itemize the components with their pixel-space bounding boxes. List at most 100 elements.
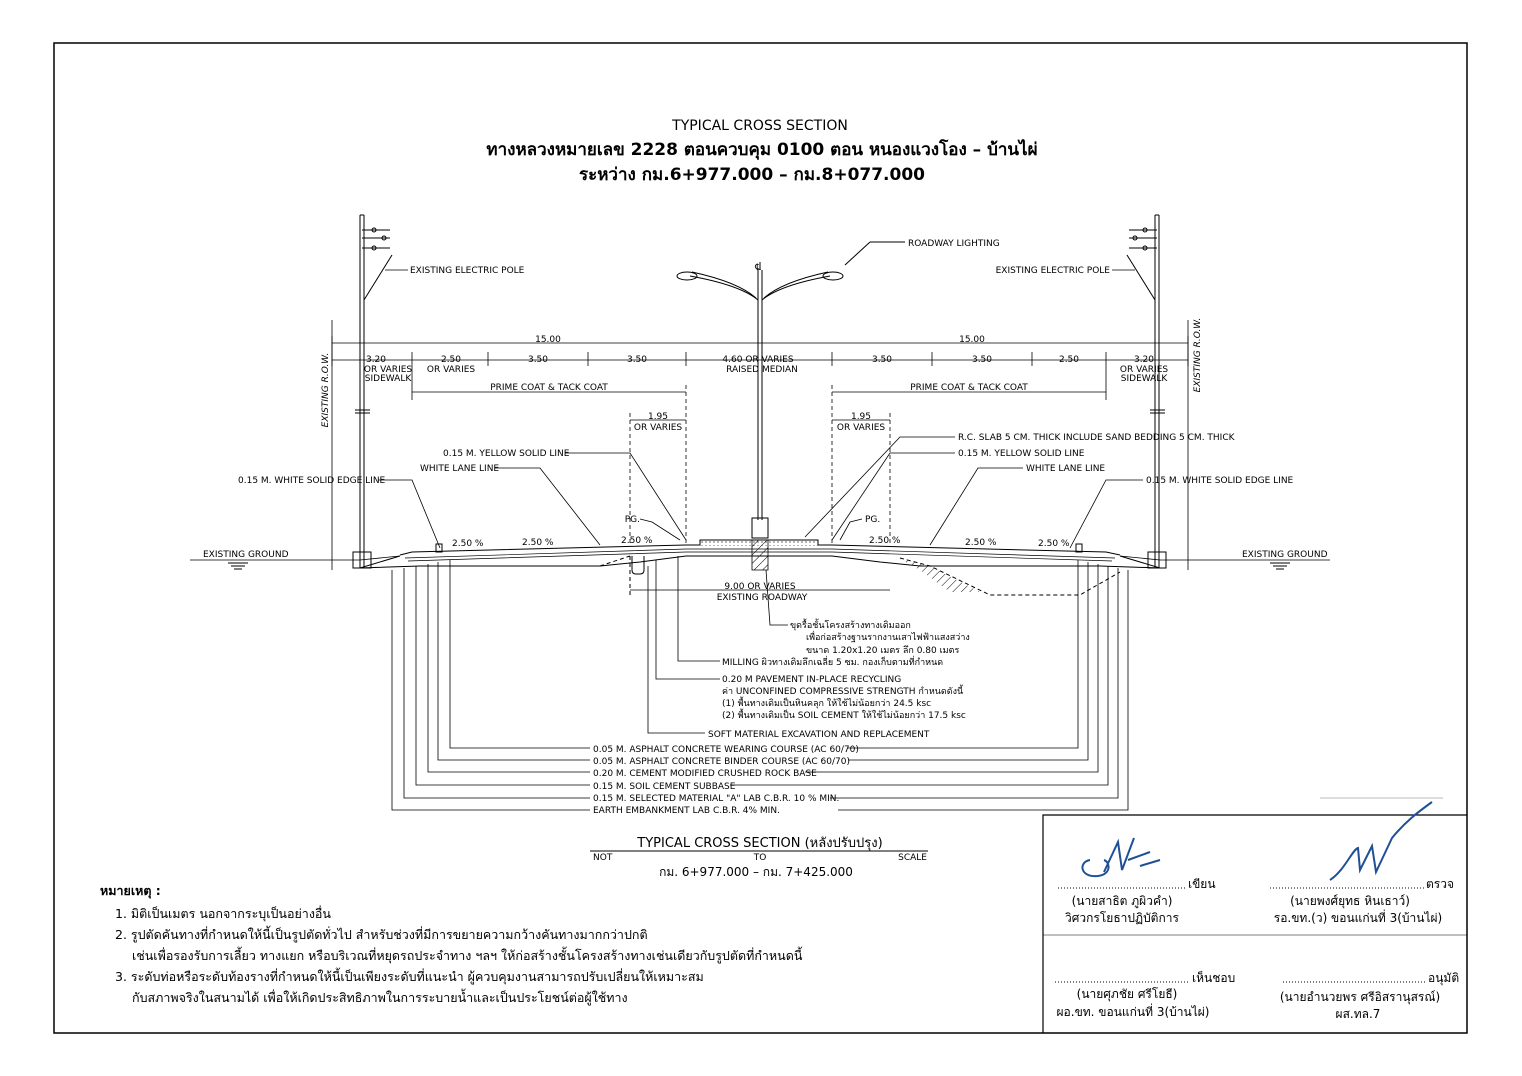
label-sidewalk-right: SIDEWALK xyxy=(1121,374,1169,384)
slope-label-6: 2.50 % xyxy=(1038,539,1070,549)
sheet-border xyxy=(54,43,1467,1033)
title-line-3: ระหว่าง กม.6+977.000 – กม.8+077.000 xyxy=(579,165,925,185)
dim-sidewalk-left: 3.20 xyxy=(366,355,386,365)
label-row-right: EXISTING R.O.W. xyxy=(1193,318,1203,393)
signature-2-title: รอ.ขท.(ว) ขอนแก่นที่ 3(บ้านไผ่) xyxy=(1274,909,1442,925)
label-excavate-3: ขนาด 1.20x1.20 เมตร ลึก 0.80 เมตร xyxy=(806,645,959,656)
note-1: 1. มิติเป็นเมตร นอกจากระบุเป็นอย่างอื่น xyxy=(115,905,331,922)
roadway-lighting-pole xyxy=(676,242,905,538)
label-white-lane-right: WHITE LANE LINE xyxy=(1026,464,1105,474)
label-rc-slab: R.C. SLAB 5 CM. THICK INCLUDE SAND BEDDI… xyxy=(958,433,1236,443)
notes-header: หมายเหตุ : xyxy=(100,883,161,899)
layer-subbase: 0.15 M. SOIL CEMENT SUBBASE xyxy=(593,782,736,792)
dim-sidewalk-left-varies: OR VARIES xyxy=(364,365,413,375)
layer-binder-course: 0.05 M. ASPHALT CONCRETE BINDER COURSE (… xyxy=(593,757,850,767)
signature-3-title: ผอ.ขท. ขอนแก่นที่ 3(บ้านไผ่) xyxy=(1057,1003,1210,1019)
note-2b: เช่นเพื่อรองรับการเลี้ยว ทางแยก หรือบริเ… xyxy=(132,946,803,964)
subtitle-not: NOT xyxy=(593,853,613,863)
slope-label-5: 2.50 % xyxy=(965,538,997,548)
dim-lane-l2: 3.50 xyxy=(627,355,647,365)
notes: หมายเหตุ : 1. มิติเป็นเมตร นอกจากระบุเป็… xyxy=(100,883,803,1006)
dim-195-left: 1.95 xyxy=(648,412,668,422)
note-2a: 2. รูปตัดคันทางที่กำหนดให้นี้เป็นรูปตัดท… xyxy=(115,925,648,943)
label-white-lane-left: WHITE LANE LINE xyxy=(420,464,499,474)
label-roadway-lighting: ROADWAY LIGHTING xyxy=(908,239,1000,249)
label-prime-left: PRIME COAT & TACK COAT xyxy=(490,383,608,393)
dim-sidewalk-right: 3.20 xyxy=(1134,355,1154,365)
label-prime-right: PRIME COAT & TACK COAT xyxy=(910,383,1028,393)
slope-labels: 2.50 % 2.50 % 2.50 % 2.50 % 2.50 % 2.50 … xyxy=(452,536,1070,549)
subtitle-range: กม. 6+977.000 – กม. 7+425.000 xyxy=(659,865,853,879)
slope-label-4: 2.50 % xyxy=(869,536,901,546)
layer-embankment: EARTH EMBANKMENT LAB C.B.R. 4% MIN. xyxy=(593,806,780,816)
electric-pole-right xyxy=(1127,215,1166,568)
label-excavate-1: ขุดรื้อชั้นโครงสร้างทางเดิมออก xyxy=(790,618,911,631)
dim-195-left-varies: OR VARIES xyxy=(634,423,683,433)
dim-median: 4.60 OR VARIES xyxy=(722,355,793,365)
title-line-2: ทางหลวงหมายเลข 2228 ตอนควบคุม 0100 ตอน ห… xyxy=(486,139,1037,160)
note-3b: กับสภาพจริงในสนามได้ เพื่อให้เกิดประสิทธ… xyxy=(132,988,628,1006)
signature-3-name: (นายศุภชัย ศรีโยธี) xyxy=(1077,987,1178,1002)
dim-existing-roadway: 9.00 OR VARIES xyxy=(724,582,795,592)
label-existing-pole-left: EXISTING ELECTRIC POLE xyxy=(410,266,525,276)
signature-1-name: (นายสาธิต ภูผิวคำ) xyxy=(1072,894,1173,909)
centerline-symbol: ℄ xyxy=(754,263,761,273)
title-line-1: TYPICAL CROSS SECTION xyxy=(671,118,848,134)
label-pg-left: PG. xyxy=(625,515,640,525)
signature-1-role: เขียน xyxy=(1188,877,1216,891)
callout-leaders xyxy=(392,556,1128,810)
lighting-foundation xyxy=(752,540,768,570)
label-ground-left: EXISTING GROUND xyxy=(203,550,289,560)
layer-selected-material: 0.15 M. SELECTED MATERIAL "A" LAB C.B.R.… xyxy=(593,794,839,804)
signature-block: เขียน (นายสาธิต ภูผิวคำ) วิศวกรโยธาปฏิบั… xyxy=(1055,802,1459,1021)
label-recycling-1: 0.20 M PAVEMENT IN-PLACE RECYCLING xyxy=(722,675,901,685)
label-yellow-left: 0.15 M. YELLOW SOLID LINE xyxy=(443,449,570,459)
label-existing-roadway: EXISTING ROADWAY xyxy=(717,593,808,603)
electric-pole-left xyxy=(353,215,392,568)
label-existing-pole-right: EXISTING ELECTRIC POLE xyxy=(996,266,1111,276)
subtitle-scale: SCALE xyxy=(898,853,927,863)
label-recycling-2: ค่า UNCONFINED COMPRESSIVE STRENGTH กำหน… xyxy=(722,684,964,697)
signature-4-title: ผส.ทล.7 xyxy=(1336,1007,1381,1021)
dim-shoulder-right: 2.50 xyxy=(1059,355,1079,365)
dim-shoulder-left: 2.50 xyxy=(441,355,461,365)
label-pg-right: PG. xyxy=(865,515,880,525)
signature-1-title: วิศวกรโยธาปฏิบัติการ xyxy=(1065,911,1180,925)
subtitle-main: TYPICAL CROSS SECTION (หลังปรับปรุง) xyxy=(636,836,882,851)
drawing-title: TYPICAL CROSS SECTION ทางหลวงหมายเลข 222… xyxy=(486,118,1037,185)
dim-widths: 3.20 OR VARIES SIDEWALK 2.50 OR VARIES 3… xyxy=(364,355,1169,384)
signature-1-mark xyxy=(1082,838,1160,876)
signature-2-role: ตรวจ xyxy=(1426,877,1454,891)
dim-half-left: 15.00 xyxy=(535,335,561,345)
signature-2-mark xyxy=(1330,802,1432,880)
marking-leaders xyxy=(378,437,1143,548)
slope-label-3: 2.50 % xyxy=(621,536,653,546)
signature-3-role: เห็นชอบ xyxy=(1192,970,1235,985)
label-ground-right: EXISTING GROUND xyxy=(1242,550,1328,560)
label-raised-median: RAISED MEDIAN xyxy=(726,365,798,375)
label-excavate-2: เพื่อก่อสร้างฐานรากงานเสาไฟฟ้าแสงสว่าง xyxy=(806,630,970,643)
label-milling: MILLING ผิวทางเดิมลึกเฉลี่ย 5 ซม. กองเก็… xyxy=(722,655,943,668)
label-edge-right: 0.15 M. WHITE SOLID EDGE LINE xyxy=(1146,476,1294,486)
ground-symbols xyxy=(228,563,1290,569)
callout-texts: ขุดรื้อชั้นโครงสร้างทางเดิมออก เพื่อก่อส… xyxy=(593,618,970,816)
dim-half-right: 15.00 xyxy=(959,335,985,345)
signature-4-role: อนุมัติ xyxy=(1428,971,1459,986)
label-soft-material: SOFT MATERIAL EXCAVATION AND REPLACEMENT xyxy=(708,730,930,740)
label-edge-left: 0.15 M. WHITE SOLID EDGE LINE xyxy=(238,476,386,486)
slope-hatch xyxy=(900,559,980,592)
signature-2-name: (นายพงศ์ยุทธ หินเธาว์) xyxy=(1290,894,1410,909)
dim-sidewalk-right-varies: OR VARIES xyxy=(1120,365,1169,375)
label-recycling-3: (1) พื้นทางเดิมเป็นหินคลุก ให้ใช้ไม่น้อย… xyxy=(722,696,931,709)
section-subtitle: TYPICAL CROSS SECTION (หลังปรับปรุง) NOT… xyxy=(590,836,928,879)
layer-base: 0.20 M. CEMENT MODIFIED CRUSHED ROCK BAS… xyxy=(593,769,817,779)
dim-lane-l1: 3.50 xyxy=(528,355,548,365)
dim-195-right: 1.95 xyxy=(851,412,871,422)
prime-coat-dims xyxy=(412,385,1106,545)
dim-shoulder-left-varies: OR VARIES xyxy=(427,365,476,375)
dim-lane-r1: 3.50 xyxy=(872,355,892,365)
layer-wearing-course: 0.05 M. ASPHALT CONCRETE WEARING COURSE … xyxy=(593,745,859,755)
note-3a: 3. ระดับท่อหรือระดับท้องรางที่กำหนดให้นี… xyxy=(115,967,704,985)
dim-lane-r2: 3.50 xyxy=(972,355,992,365)
